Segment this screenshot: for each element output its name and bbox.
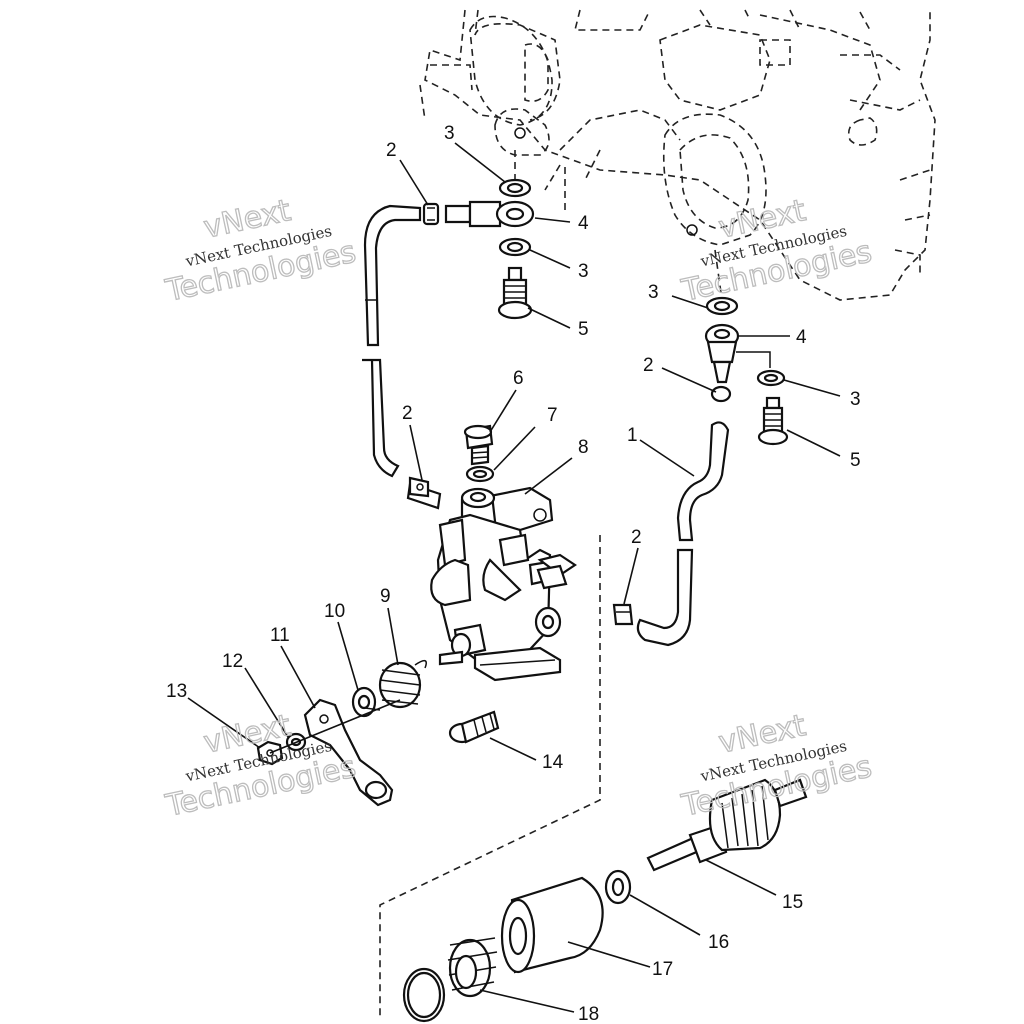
banjo-bolt-5b [757,396,789,446]
hose-clamp-2a [422,202,440,226]
port-flange-right [663,113,767,246]
callout-3-washer-right-upper: 3 [648,282,659,303]
callout-16-washer: 16 [708,932,729,953]
port-flange-left [469,15,553,156]
control-lever-11 [303,698,394,807]
washer-3b [498,237,532,257]
callout-6-bleed-bolt: 6 [513,368,524,389]
callout-8-oil-pump: 8 [578,437,589,458]
callout-11-lever: 11 [270,625,290,646]
callout-15-drive-gear: 15 [782,892,803,913]
banjo-bolt-5a [497,266,533,320]
washer-12 [285,732,307,752]
callout-3-washer-right-lower: 3 [850,389,861,410]
screw-14 [448,710,500,744]
hose-clamp-2c [408,476,430,498]
callout-4-banjo-fitting-right: 4 [796,327,807,348]
watermark-bottom-right: vNext vNext Technologies Technologies [677,708,875,825]
washer-7 [465,465,495,483]
callout-5-banjo-bolt-right: 5 [850,450,861,471]
assembly-axis-line [269,699,401,754]
banjo-fitting-4a [444,200,535,228]
callout-7-washer: 7 [547,405,558,426]
hose-clamp-2b [710,385,732,403]
oil-pump-body [430,486,577,682]
hose-clamp-2d [612,603,634,626]
callout-9-spring: 9 [380,586,391,607]
callout-10-washer: 10 [324,601,345,622]
engine-block-outline [419,9,936,301]
watermark-top-right: vNext vNext Technologies Technologies [677,193,875,310]
o-ring-18 [402,967,446,1023]
callout-12-washer: 12 [222,651,243,672]
washer-3c [705,296,739,316]
washer-16 [604,869,632,905]
watermark-top-left: vNext vNext Technologies Technologies [161,193,359,310]
drive-gear-15 [646,778,808,872]
callout-17-bushing: 17 [652,959,673,980]
callout-2-hose-clamp-upper: 2 [386,140,397,161]
spring-18 [447,937,498,998]
callout-4-banjo-fitting-left: 4 [578,213,589,234]
callout-2-hose-clamp-lower: 2 [631,527,642,548]
bushing-17 [500,876,604,974]
callout-13-nut: 13 [166,681,187,702]
pump-nipple-right [536,564,568,590]
callout-14-screw: 14 [542,752,564,773]
callout-3-washer-left: 3 [578,261,589,282]
banjo-fitting-4b [704,323,771,384]
washer-3a [498,178,532,198]
callout-2-hose-clamp-pump: 2 [402,403,413,424]
callout-1-hose: 1 [627,425,638,446]
callout-3-washer-upper: 3 [444,123,455,144]
callout-5-banjo-bolt-left: 5 [578,319,589,340]
washer-3d [756,369,786,387]
spring-9 [378,659,427,709]
callout-18-spring: 18 [578,1004,599,1024]
callout-labels: 2 3 4 3 5 3 4 2 3 5 1 6 2 7 8 2 9 10 11 … [166,123,861,1024]
leader-lines [187,142,841,1013]
callout-2-hose-clamp-right: 2 [643,355,654,376]
hose-1 [636,421,730,647]
bleed-bolt-6 [463,424,494,466]
hose-upper-left [362,204,422,478]
